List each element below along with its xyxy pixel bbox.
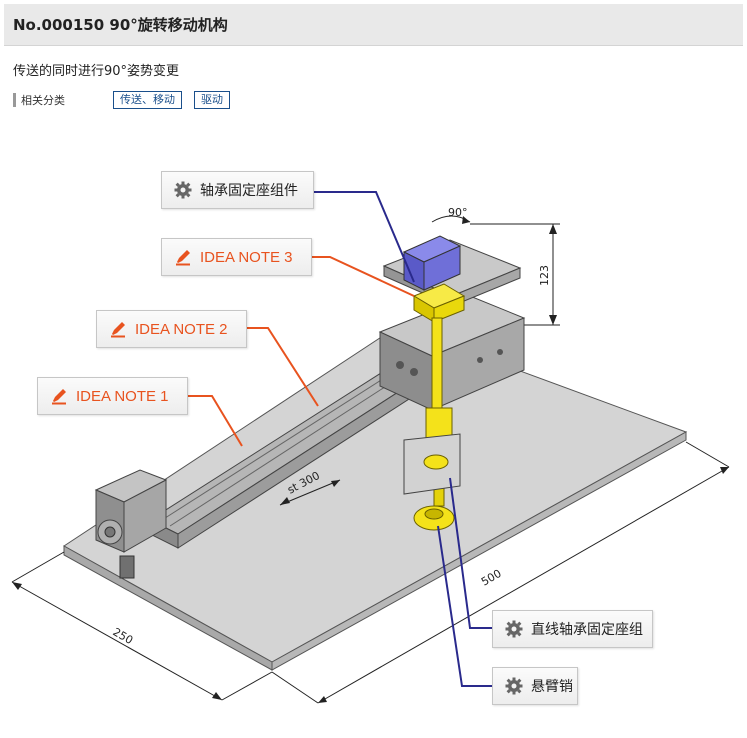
callout-bearing-holder[interactable]: 轴承固定座组件 [161, 171, 314, 209]
height-label: 123 [538, 265, 551, 286]
dimension-lines [11, 215, 730, 704]
callout-idea-note-2[interactable]: IDEA NOTE 2 [96, 310, 247, 348]
slide-carriage [378, 295, 526, 411]
callout-label: IDEA NOTE 1 [76, 387, 169, 405]
page-title: No.000150 90°旋转移动机构 [13, 16, 228, 34]
category-label: 相关分类 [21, 94, 65, 107]
category-row: 相关分类 传送、移动 驱动 [13, 90, 242, 110]
page-subtitle: 传送的同时进行90°姿势变更 [13, 64, 180, 79]
base-plate [63, 325, 688, 671]
gear-icon [505, 620, 523, 638]
length-label: 500 [479, 567, 504, 589]
gear-icon [174, 181, 192, 199]
tag-drive[interactable]: 驱动 [194, 91, 230, 109]
callout-label: 悬臂销 [531, 679, 573, 695]
callout-linear-bearing-holder[interactable]: 直线轴承固定座组 [492, 610, 653, 648]
linear-guide-rail [148, 365, 422, 549]
pencil-icon [109, 320, 127, 338]
gear-icon [505, 677, 523, 695]
callout-cantilever-pin[interactable]: 悬臂销 [492, 667, 578, 705]
dimension-arrowheads [12, 216, 729, 703]
callout-label: 直线轴承固定座组 [531, 622, 643, 638]
callout-idea-note-3[interactable]: IDEA NOTE 3 [161, 238, 312, 276]
callout-label: IDEA NOTE 3 [200, 248, 293, 266]
callout-label: 轴承固定座组件 [200, 183, 298, 199]
cylinder-end-block [94, 469, 168, 579]
rotary-block [402, 235, 462, 291]
rotation-label: 90° [448, 206, 468, 219]
pencil-icon [50, 387, 68, 405]
leader-lines [188, 191, 492, 687]
pencil-icon [174, 248, 192, 266]
page-header: No.000150 90°旋转移动机构 [4, 4, 743, 46]
callout-idea-note-1[interactable]: IDEA NOTE 1 [37, 377, 188, 415]
category-marker [13, 93, 16, 107]
callout-label: IDEA NOTE 2 [135, 320, 228, 338]
linear-bearing-plate [403, 433, 461, 495]
tag-transport-move[interactable]: 传送、移动 [113, 91, 182, 109]
